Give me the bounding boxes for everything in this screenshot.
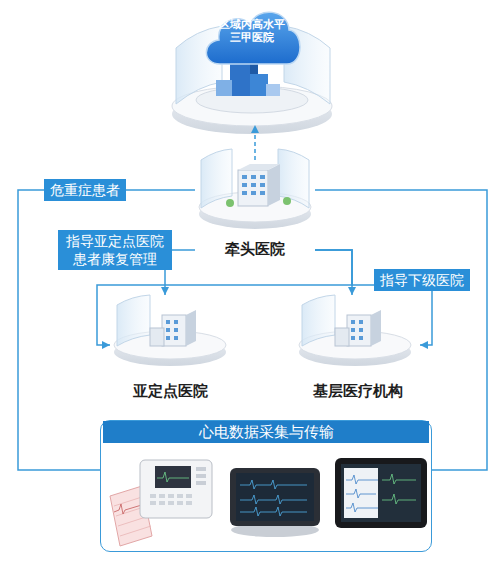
node-label: 亚定点医院 xyxy=(110,382,230,400)
platform-node: 亚定点医院 xyxy=(110,295,230,400)
lead-hospital-platform xyxy=(199,149,311,229)
panel-header: 心电数据采集与传输 xyxy=(103,421,429,443)
sub-hospital-platform xyxy=(114,295,226,366)
node-label: 牵头医院 xyxy=(195,240,315,258)
edge-label: 指导下级医院 xyxy=(374,269,470,291)
ecg-tablet xyxy=(230,468,320,537)
ecg-monitor xyxy=(335,458,427,528)
connector xyxy=(315,250,352,295)
cloud-text: 区域内高水平 三甲医院 xyxy=(217,18,287,44)
edge-label: 指导亚定点医院 患者康复管理 xyxy=(58,230,172,270)
ecg-machine xyxy=(110,460,212,546)
edge-label: 危重症患者 xyxy=(44,179,126,201)
panel-box: 心电数据采集与传输 xyxy=(100,420,432,552)
top-platform xyxy=(172,12,332,134)
connector xyxy=(254,125,256,160)
platform-node: 基层医疗机构 xyxy=(295,295,420,400)
connector xyxy=(315,250,432,345)
platform-node: 牵头医院 xyxy=(195,160,315,258)
basic-institution-platform xyxy=(299,295,411,366)
cloud-node: 区域内高水平 三甲医院 xyxy=(170,0,335,125)
panel-title: 心电数据采集与传输 xyxy=(199,423,334,441)
node-label: 基层医疗机构 xyxy=(295,382,420,400)
